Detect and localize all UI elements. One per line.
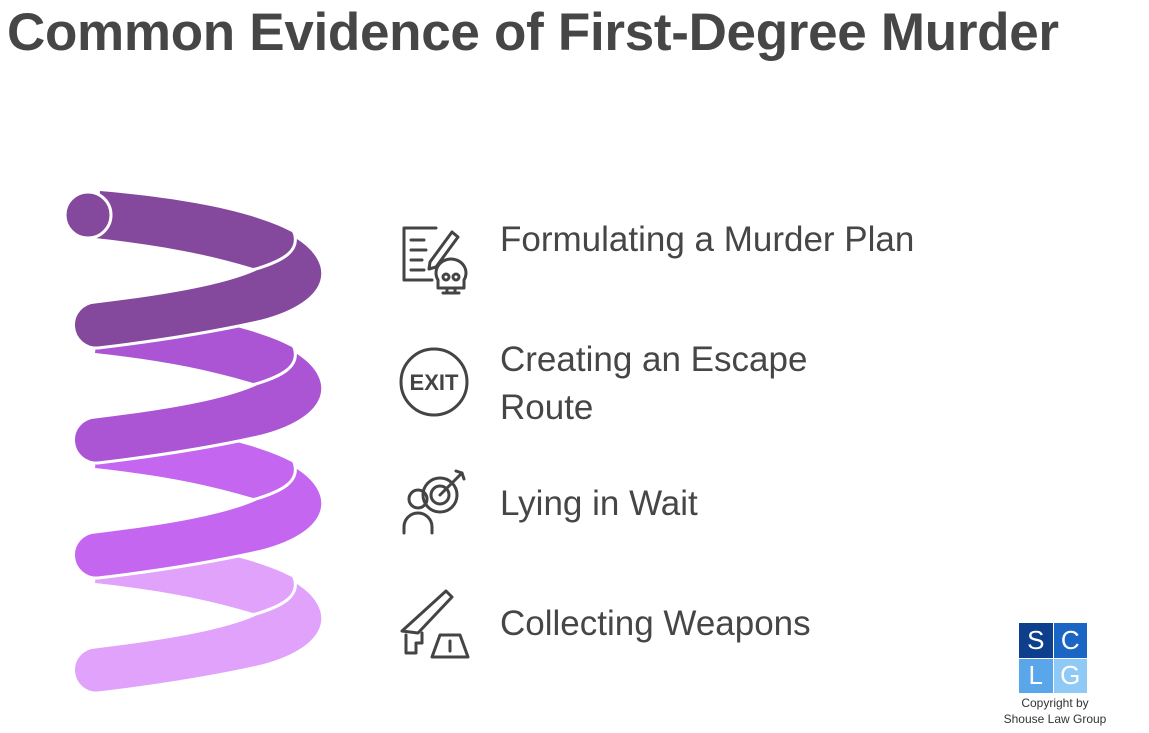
item-lying-in-wait: Lying in Wait (500, 484, 698, 523)
person-target-icon (402, 469, 466, 535)
knife-evidence-icon (400, 589, 470, 659)
sclg-logo: S C L G (1019, 623, 1087, 693)
logo-letter: S (1019, 623, 1053, 658)
coil-front-4 (71, 577, 325, 695)
logo-letter: C (1053, 623, 1087, 658)
svg-text:EXIT: EXIT (410, 370, 459, 395)
page-title: Common Evidence of First-Degree Murder (7, 3, 1059, 62)
logo-letter: G (1053, 658, 1087, 693)
copyright-text: Copyright by Shouse Law Group (990, 695, 1120, 727)
item-collecting-weapons: Collecting Weapons (500, 604, 811, 643)
coil-front-2 (71, 347, 325, 465)
item-escape-route: Creating an Escape Route (500, 340, 808, 427)
coil-back-1 (95, 191, 296, 268)
coil-end-cap (63, 190, 113, 240)
coil-front-1 (71, 232, 325, 350)
logo-letter: L (1019, 658, 1053, 693)
exit-sign-icon: EXIT (399, 347, 469, 417)
item-formulating-plan: Formulating a Murder Plan (500, 220, 915, 259)
coil-front-3 (71, 462, 325, 580)
plan-skull-icon (402, 226, 468, 295)
company-name: Shouse Law Group (1003, 712, 1107, 726)
spring-graphic (63, 190, 325, 695)
copyright-line: Copyright by (1021, 696, 1089, 710)
